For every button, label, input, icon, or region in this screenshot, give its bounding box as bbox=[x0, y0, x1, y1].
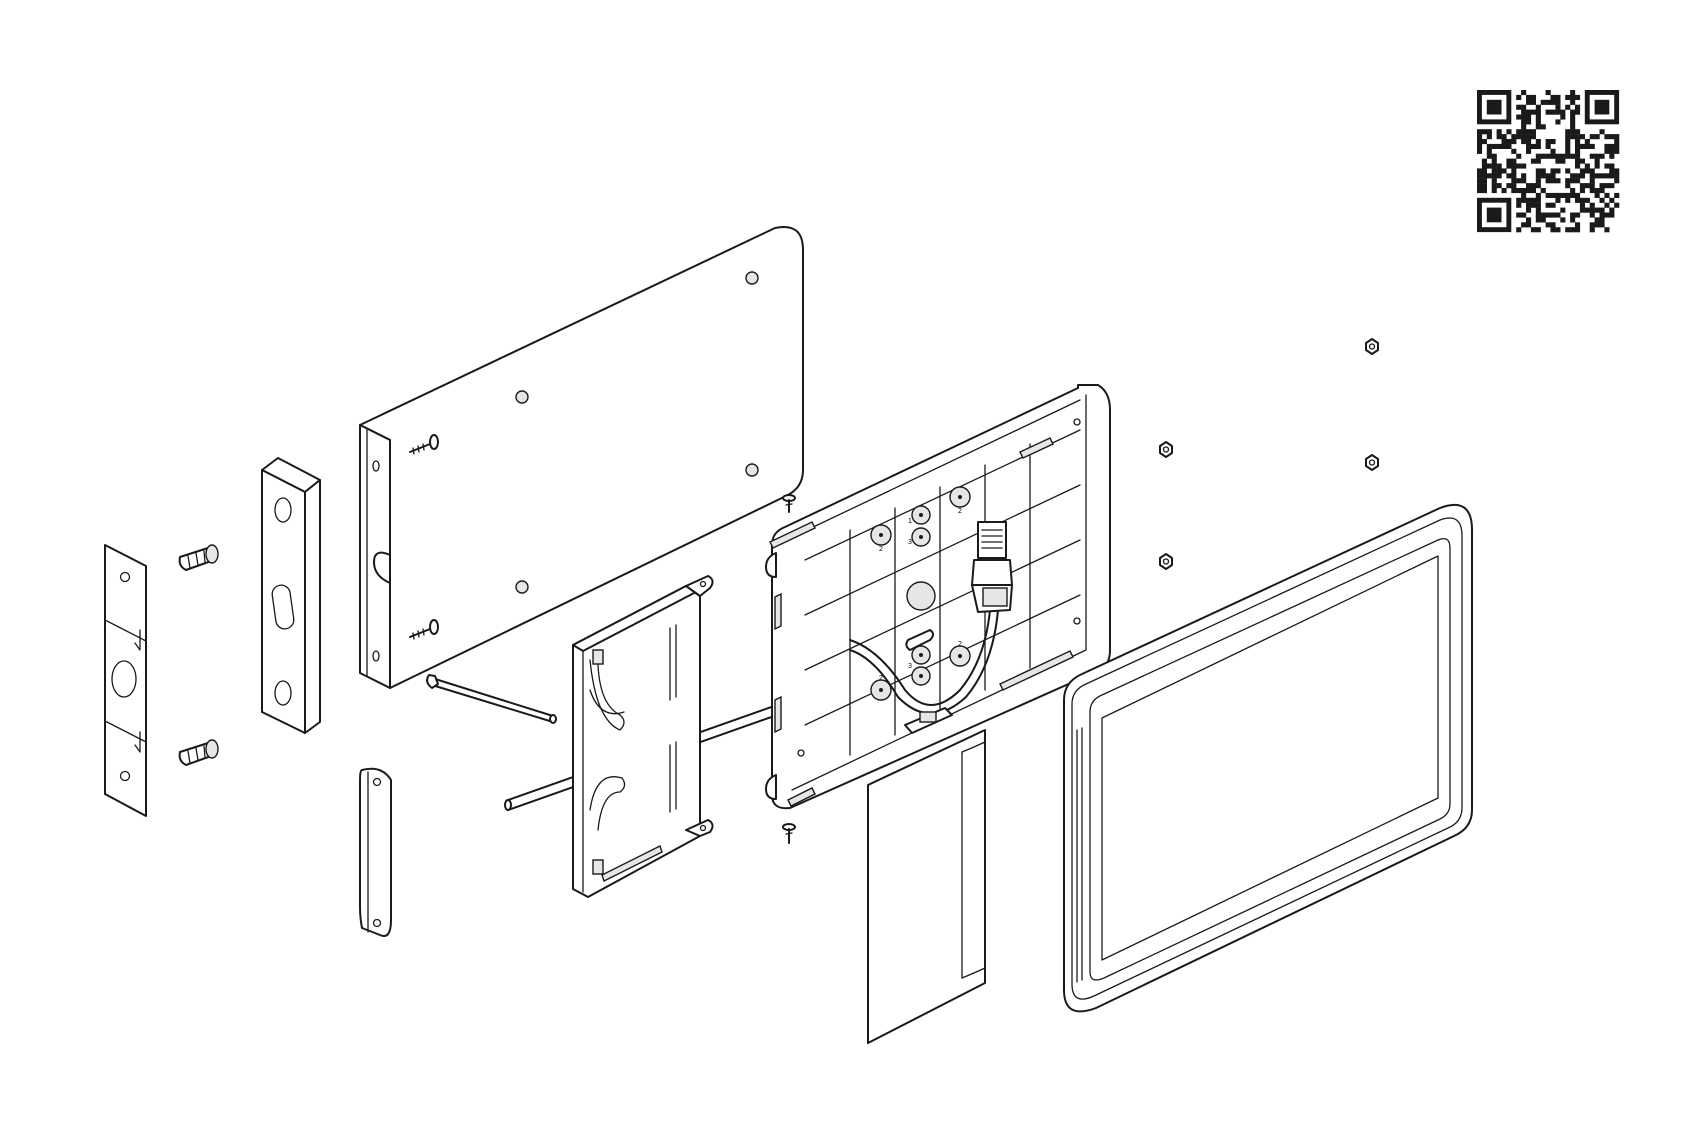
callout-2: 2 bbox=[958, 640, 962, 648]
hex-key bbox=[427, 675, 556, 723]
back-housing: 2 1 3 2 2 3 2 bbox=[766, 385, 1110, 808]
wall-anchor-upper bbox=[180, 545, 218, 570]
mounting-bracket-plate bbox=[360, 227, 803, 688]
callout-2: 2 bbox=[879, 545, 883, 553]
hex-nuts bbox=[1160, 339, 1378, 569]
strap-plate bbox=[360, 769, 391, 936]
cable-cradle bbox=[573, 576, 713, 897]
screw-upper bbox=[783, 495, 795, 512]
gasket-sheet bbox=[868, 730, 985, 1043]
callout-3: 3 bbox=[908, 662, 912, 670]
display-panel bbox=[1064, 505, 1472, 1012]
callout-3: 3 bbox=[908, 538, 912, 546]
qr-code-icon bbox=[1477, 90, 1619, 232]
callout-1: 1 bbox=[908, 517, 912, 525]
mounting-template bbox=[105, 545, 146, 816]
wall-anchor-lower bbox=[180, 740, 218, 765]
screw-lower bbox=[783, 824, 795, 843]
spacer-bar bbox=[262, 458, 320, 733]
callout-2: 2 bbox=[958, 507, 962, 515]
